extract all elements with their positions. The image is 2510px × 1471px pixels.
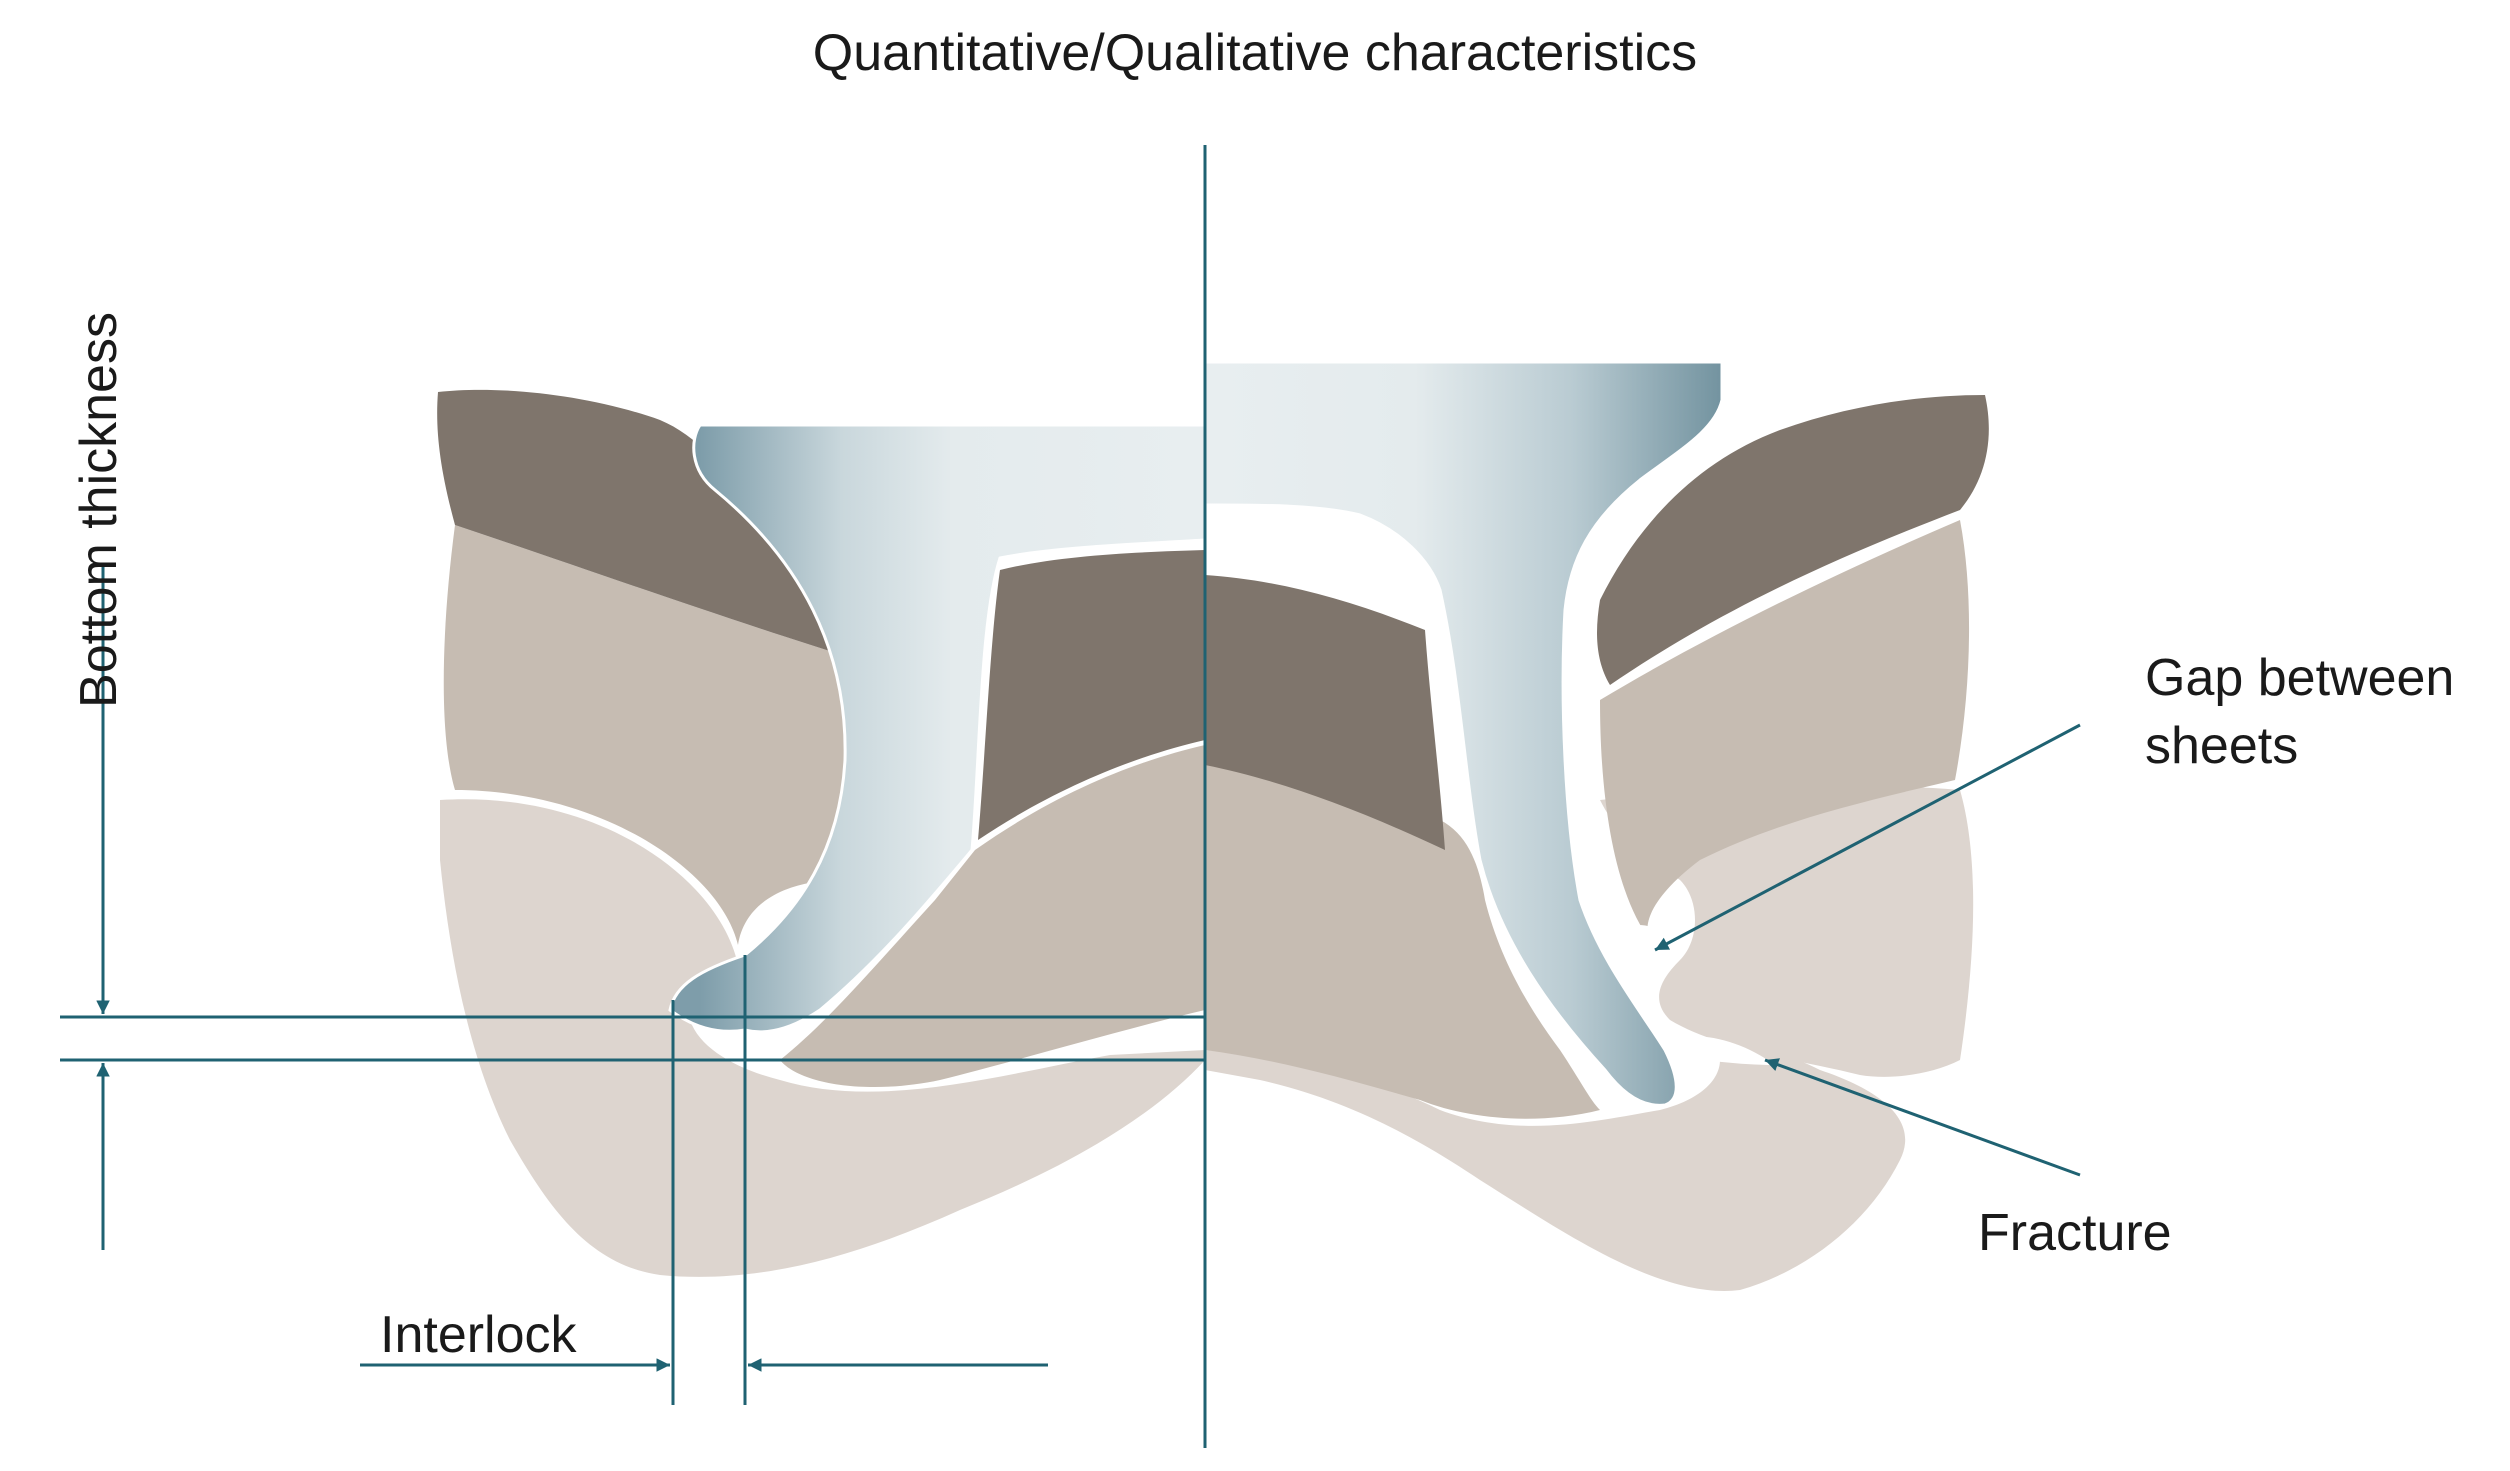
annotation-lines [60,145,2081,1448]
gap-between-sheets-mark [1615,925,1675,954]
left-top-sheet [437,389,842,655]
right-middle-sheet [1205,750,1600,1119]
right-bottom-sheet [1205,1049,1906,1291]
diagram-title: Quantitative/Qualitative characteristics [812,24,1698,82]
right-rivet-half [1203,360,1724,1107]
left-middle-sheet [443,525,860,945]
gap-between-sheets-label: Gap between sheets [2145,645,2454,780]
left-middle-sheet-inner [780,745,1205,1088]
gap-label-line1: Gap between [2145,649,2455,707]
bottom-thickness-label: Bottom thickness [70,312,129,708]
right-top-sheet-outer [1597,395,1989,685]
fracture-leader-arrow [1764,1058,2081,1177]
left-bottom-sheet [440,799,1205,1277]
right-middle-sheet-outer [1600,520,1970,940]
rivet-cavity [1215,512,1430,600]
gap-leader-arrow [1654,723,2081,952]
left-top-sheet-inner [978,550,1205,840]
fracture-label: Fracture [1978,1204,2172,1262]
right-top-sheet [1205,575,1445,850]
gap-label-line2: sheets [2145,716,2299,775]
left-rivet-half [668,423,1207,1034]
fracture-mark [1665,1036,1775,1065]
interlock-label: Interlock [380,1306,577,1364]
